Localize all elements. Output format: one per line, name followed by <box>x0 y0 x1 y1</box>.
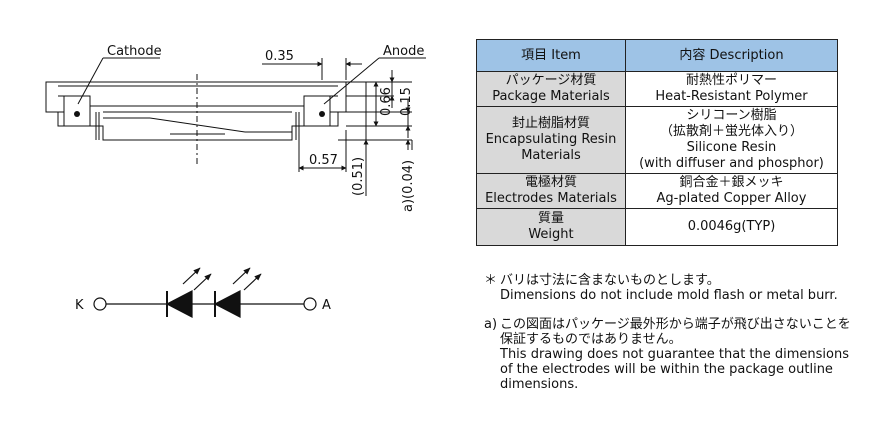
dim-0-35-label: 0.35 <box>265 49 294 64</box>
cell-text: Weight <box>528 227 574 242</box>
note-line: 保証するものではありません。 <box>500 332 682 347</box>
table-row: 質量 Weight 0.0046g(TYP) <box>476 208 838 246</box>
cell-text: 電極材質 <box>524 175 577 190</box>
cell-text: 0.0046g(TYP) <box>687 219 776 234</box>
header-description: 内容 Description <box>625 39 838 72</box>
cell-text: 銅合金＋銀メッキ <box>679 175 784 190</box>
cell-text: Heat-Resistant Polymer <box>655 89 808 104</box>
cell-text: （拡散剤＋蛍光体入り） <box>659 124 803 139</box>
note-line: of the electrodes will be within the pac… <box>500 362 833 377</box>
cell-text: (with diffuser and phosphor) <box>639 156 824 171</box>
description-cell: 0.0046g(TYP) <box>625 208 838 246</box>
table-row: パッケージ材質 Package Materials 耐熱性ポリマー Heat-R… <box>476 71 838 107</box>
dim-0-35 <box>262 58 362 80</box>
cell-text: Package Materials <box>492 89 610 104</box>
cathode-dot <box>74 111 80 117</box>
description-cell: 耐熱性ポリマー Heat-Resistant Polymer <box>625 71 838 107</box>
dim-0-51-label: (0.51) <box>351 157 366 196</box>
note-marker: ＊ <box>484 273 498 288</box>
item-cell: 封止樹脂材質 Encapsulating Resin Materials <box>476 106 626 174</box>
item-cell: パッケージ材質 Package Materials <box>476 71 626 107</box>
cell-text: 質量 <box>537 211 564 226</box>
cathode-label: Cathode <box>107 44 162 59</box>
notes: ＊ バリは寸法に含まないものとします。 Dimensions do not in… <box>484 273 851 392</box>
terminal-a-label: A <box>322 298 331 313</box>
anode-dot <box>319 111 325 117</box>
note-electrode-outline: a) この図面はパッケージ最外形から端子が飛び出さないことを 保証するものではあ… <box>484 317 851 392</box>
note-line: Dimensions do not include mold flash or … <box>500 288 838 303</box>
dim-0-04-label: a)(0.04) <box>401 160 416 212</box>
cell-text: Ag-plated Copper Alloy <box>656 191 807 206</box>
dim-0-57 <box>298 130 347 172</box>
item-cell: 電極材質 Electrodes Materials <box>476 173 626 209</box>
cell-text: 耐熱性ポリマー <box>685 73 777 88</box>
cell-text: 封止樹脂材質 <box>511 116 590 131</box>
header-item: 項目 Item <box>476 39 626 72</box>
anode-label: Anode <box>383 44 424 59</box>
table-row: 封止樹脂材質 Encapsulating Resin Materials シリコ… <box>476 106 838 174</box>
note-line: バリは寸法に含まないものとします。 <box>500 273 720 288</box>
package-side-view <box>45 74 347 164</box>
cell-text: パッケージ材質 <box>505 73 597 88</box>
package-drawing: Cathode Anode 0.35 0.66 0.15 0.57 <box>45 44 426 318</box>
description-cell: シリコーン樹脂 （拡散剤＋蛍光体入り） Silicone Resin (with… <box>625 106 838 174</box>
cell-text: Materials <box>521 148 581 163</box>
cell-text: シリコーン樹脂 <box>686 108 777 123</box>
note-marker: a) <box>484 317 498 332</box>
spec-table-header: 項目 Item 内容 Description <box>476 39 838 72</box>
table-row: 電極材質 Electrodes Materials 銅合金＋銀メッキ Ag-pl… <box>476 173 838 209</box>
dim-0-57-label: 0.57 <box>309 153 338 168</box>
dim-vertical <box>346 70 412 138</box>
cell-text: Encapsulating Resin <box>485 132 617 147</box>
description-cell: 銅合金＋銀メッキ Ag-plated Copper Alloy <box>625 173 838 209</box>
note-mold-flash: ＊ バリは寸法に含まないものとします。 Dimensions do not in… <box>484 273 851 303</box>
terminal-k-label: K <box>75 298 84 313</box>
item-cell: 質量 Weight <box>476 208 626 246</box>
dim-0-51-0-04 <box>338 82 413 196</box>
dim-0-15-label: 0.15 <box>399 87 414 116</box>
cell-text: Electrodes Materials <box>485 191 617 206</box>
spec-table: 項目 Item 内容 Description パッケージ材質 Package M… <box>476 39 838 246</box>
note-line: This drawing does not guarantee that the… <box>500 347 850 362</box>
note-line: この図面はパッケージ最外形から端子が飛び出さないことを <box>500 317 851 332</box>
cell-text: Silicone Resin <box>686 140 777 155</box>
dim-0-66-label: 0.66 <box>379 87 394 116</box>
note-line: dimensions. <box>500 377 579 392</box>
led-schematic <box>93 267 317 318</box>
